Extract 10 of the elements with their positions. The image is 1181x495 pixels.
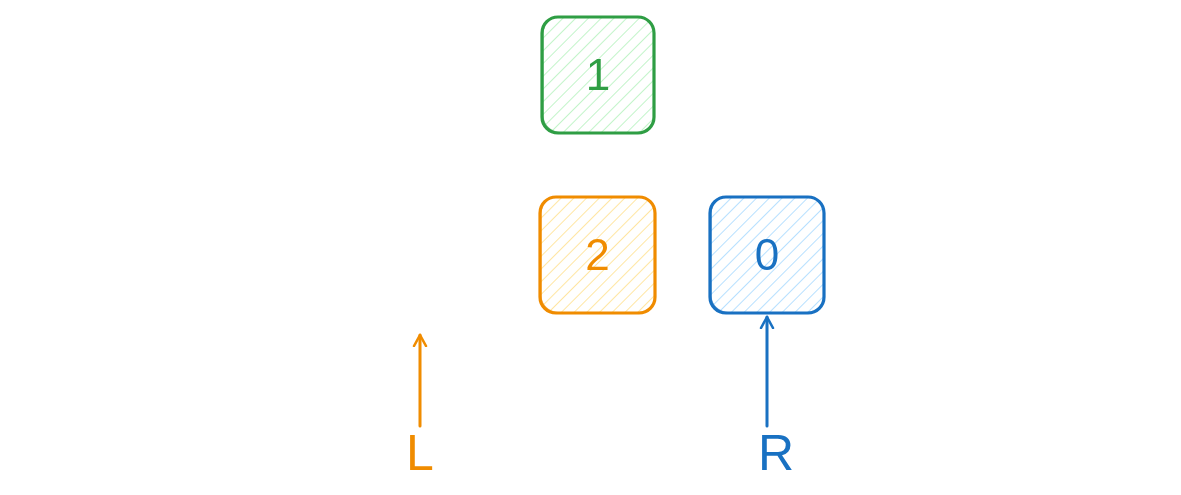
box-number: 2: [585, 233, 610, 277]
pointer-label: R: [758, 428, 792, 478]
hatched-box: [708, 195, 826, 315]
hatched-box: [538, 195, 657, 315]
arrow: [759, 315, 775, 428]
box-number: 0: [754, 233, 780, 277]
pointer-label: L: [404, 428, 436, 478]
box-number: 1: [585, 53, 611, 97]
hatched-box: [540, 15, 656, 135]
arrow: [412, 333, 428, 428]
